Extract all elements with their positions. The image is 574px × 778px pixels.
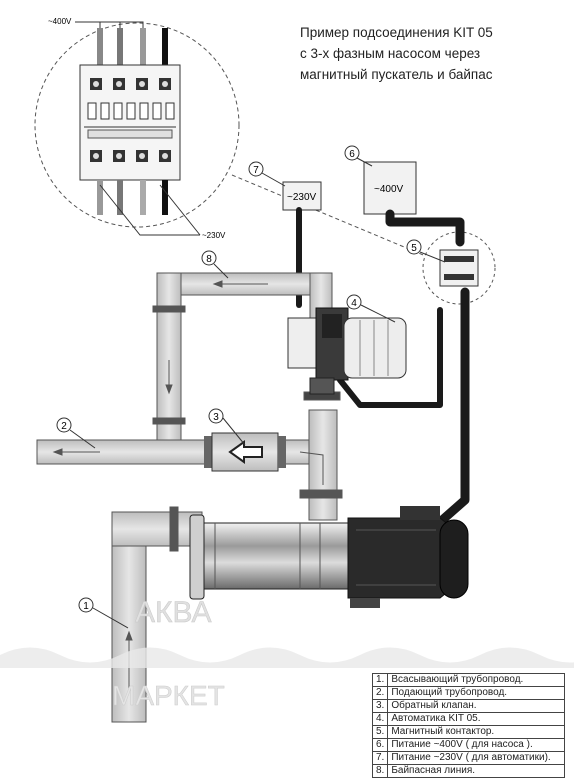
svg-text:~230V: ~230V (287, 192, 317, 203)
inset-top-wires (75, 21, 168, 68)
svg-text:4: 4 (351, 298, 357, 309)
svg-text:6: 6 (349, 149, 355, 160)
legend-row: 5.Магнитный контактор. (371, 725, 565, 739)
callout-5: 5 (406, 239, 446, 263)
title-line-1: Пример подсоединения KIT 05 (300, 25, 493, 40)
svg-text:~400V: ~400V (374, 184, 404, 195)
title-line-3: магнитный пускатель и байпас (300, 67, 493, 82)
svg-text:2: 2 (61, 421, 67, 432)
title-line-2: с 3-х фазным насосом через (300, 46, 481, 61)
legend-table: 1.Всасывающий трубопровод. 2.Подающий тр… (371, 673, 565, 778)
inset-top-label: ~400V (48, 17, 72, 26)
svg-text:3: 3 (213, 412, 219, 423)
legend-row: 2.Подающий трубопровод. (371, 686, 565, 700)
power-box-230v: ~230V (282, 181, 322, 211)
top-terminals (90, 78, 171, 90)
inset-leader-line (231, 174, 441, 263)
svg-text:5: 5 (411, 243, 417, 254)
callout-2: 2 (56, 417, 96, 449)
callout-6: 6 (344, 145, 373, 167)
svg-text:8: 8 (206, 254, 212, 265)
callout-1: 1 (78, 597, 129, 629)
watermark-bottom: МАРКЕТ (112, 680, 225, 711)
legend-row: 6.Питание ~400V ( для насоса ). (371, 738, 565, 752)
legend-row: 4.Автоматика KIT 05. (371, 712, 565, 726)
wiring-detail-inset: ~400V ~230V (34, 17, 240, 240)
bottom-terminals (90, 150, 171, 162)
callout-4: 4 (346, 294, 396, 323)
automation-kit05 (287, 307, 407, 395)
magnetic-contactor (422, 231, 496, 305)
callout-7: 7 (248, 161, 286, 187)
pump-motor (189, 506, 469, 608)
diagram-title: Пример подсоединения KIT 05 с 3-х фазным… (300, 22, 568, 85)
legend-row: 1.Всасывающий трубопровод. (371, 673, 565, 687)
flow-arrows (52, 280, 324, 690)
check-valve (204, 432, 286, 472)
callouts: 1 2 3 4 5 6 7 8 (56, 145, 446, 629)
watermark-top: АКВА (135, 596, 212, 629)
watermark: АКВА МАРКЕТ (0, 596, 574, 711)
callout-3: 3 (208, 408, 246, 446)
cables (296, 207, 470, 527)
power-box-400v: ~400V (363, 161, 417, 215)
callout-8: 8 (201, 250, 229, 279)
svg-text:1: 1 (83, 601, 89, 612)
contact-slots (84, 102, 176, 139)
inset-bottom-label: ~230V (202, 231, 226, 240)
pipework (36, 272, 343, 723)
legend-row: 3.Обратный клапан. (371, 699, 565, 713)
inset-bottom-wires (97, 180, 201, 236)
legend-row: 7.Питание ~230V ( для автоматики). (371, 751, 565, 765)
svg-text:7: 7 (253, 165, 259, 176)
legend-row: 8.Байпасная линия. (371, 764, 565, 778)
